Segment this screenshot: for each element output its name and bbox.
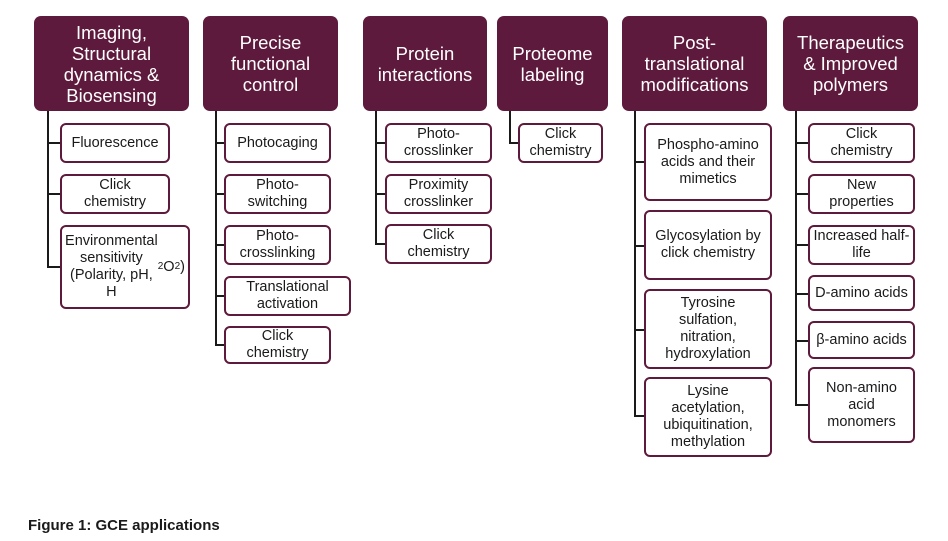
branch <box>215 193 224 195</box>
item-click-chemistry: Click chemistry <box>60 174 170 214</box>
branch <box>795 142 808 144</box>
item-beta-amino-acids: β-amino acids <box>808 321 915 359</box>
item-d-amino-acids: D-amino acids <box>808 275 915 311</box>
branch <box>47 193 60 195</box>
connector-col-5 <box>634 111 636 417</box>
branch <box>215 295 224 297</box>
connector-col-6 <box>795 111 797 406</box>
branch <box>634 245 644 247</box>
connector-col-3 <box>375 111 377 245</box>
item-fluorescence: Fluorescence <box>60 123 170 163</box>
branch <box>509 142 518 144</box>
header-imaging: Imaging, Structural dynamics & Biosensin… <box>34 16 189 111</box>
connector-col-4 <box>509 111 511 144</box>
branch <box>795 404 808 406</box>
connector-col-2 <box>215 111 217 346</box>
branch <box>215 344 224 346</box>
item-glycosylation: Glycosylation by click chemistry <box>644 210 772 280</box>
branch <box>795 293 808 295</box>
item-lysine-modifications: Lysine acetylation, ubiquitination, meth… <box>644 377 772 457</box>
item-non-amino-acid-monomers: Non-amino acid monomers <box>808 367 915 443</box>
branch <box>215 142 224 144</box>
branch <box>795 340 808 342</box>
item-click-chemistry: Click chemistry <box>518 123 603 163</box>
header-post-translational: Post- translational modifications <box>622 16 767 111</box>
item-photo-crosslinking: Photo- crosslinking <box>224 225 331 265</box>
branch <box>634 415 644 417</box>
item-photocaging: Photocaging <box>224 123 331 163</box>
item-phospho-amino-acids: Phospho-amino acids and their mimetics <box>644 123 772 201</box>
branch <box>634 161 644 163</box>
item-increased-half-life: Increased half- life <box>808 225 915 265</box>
item-click-chemistry: Click chemistry <box>385 224 492 264</box>
branch <box>375 142 385 144</box>
item-tyrosine-modifications: Tyrosine sulfation, nitration, hydroxyla… <box>644 289 772 369</box>
branch <box>634 329 644 331</box>
branch <box>47 142 60 144</box>
item-proximity-crosslinker: Proximity crosslinker <box>385 174 492 214</box>
item-new-properties: New properties <box>808 174 915 214</box>
branch <box>375 193 385 195</box>
header-proteome-labeling: Proteome labeling <box>497 16 608 111</box>
figure-caption: Figure 1: GCE applications <box>28 517 220 534</box>
header-therapeutics: Therapeutics & Improved polymers <box>783 16 918 111</box>
item-environmental-sensitivity: Environmental sensitivity (Polarity, pH,… <box>60 225 190 309</box>
item-photo-switching: Photo- switching <box>224 174 331 214</box>
branch <box>47 266 60 268</box>
item-photo-crosslinker: Photo- crosslinker <box>385 123 492 163</box>
header-protein-interactions: Protein interactions <box>363 16 487 111</box>
branch <box>215 244 224 246</box>
item-click-chemistry: Click chemistry <box>224 326 331 364</box>
connector-col-1 <box>47 111 49 268</box>
branch <box>795 193 808 195</box>
item-translational-activation: Translational activation <box>224 276 351 316</box>
branch <box>795 244 808 246</box>
header-precise-control: Precise functional control <box>203 16 338 111</box>
item-click-chemistry: Click chemistry <box>808 123 915 163</box>
branch <box>375 243 385 245</box>
